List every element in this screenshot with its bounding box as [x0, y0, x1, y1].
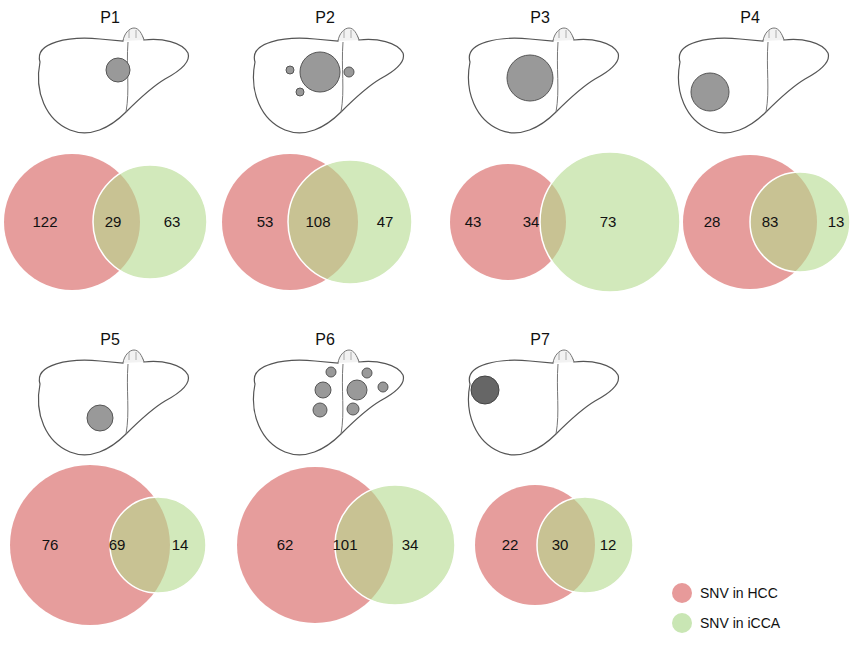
panel-title: P6 — [315, 331, 335, 349]
shared-snv-count: 34 — [523, 213, 540, 231]
venn-circle — [750, 172, 850, 272]
shared-snv-count: 29 — [105, 213, 122, 231]
snv-count: 62 — [277, 536, 294, 554]
liver-p4 — [678, 28, 828, 133]
legend-text: SNV in iCCA — [700, 614, 780, 632]
shared-snv-count: 101 — [332, 536, 357, 554]
liver-p5 — [38, 350, 188, 455]
venn-circle — [540, 152, 680, 292]
snv-count: 22 — [502, 536, 519, 554]
venn-circle-shape — [537, 497, 633, 593]
icca-venn-circle: 12 — [537, 497, 633, 593]
venn-circle — [537, 497, 633, 593]
panel-title: P2 — [315, 9, 335, 27]
snv-count: 53 — [257, 213, 274, 231]
shared-snv-count: 30 — [552, 536, 569, 554]
liver-p2 — [253, 28, 403, 133]
panel-title: P7 — [530, 331, 550, 349]
venn-circle — [288, 160, 412, 284]
panel-title: P1 — [100, 9, 120, 27]
snv-count: 76 — [42, 536, 59, 554]
snv-count: 14 — [172, 536, 189, 554]
snv-count: 63 — [164, 213, 181, 231]
snv-count: 73 — [600, 213, 617, 231]
panel-title: P3 — [530, 9, 550, 27]
snv-count: 13 — [828, 213, 845, 231]
snv-count: 47 — [377, 213, 394, 231]
liver-p3 — [468, 28, 618, 133]
liver-p6 — [253, 350, 403, 455]
snv-count: 34 — [402, 536, 419, 554]
venn-circle — [93, 165, 207, 279]
liver-p1 — [38, 28, 188, 133]
shared-snv-count: 108 — [305, 213, 330, 231]
shared-snv-count: 69 — [109, 536, 126, 554]
icca-venn-circle: 73 — [540, 152, 680, 292]
legend-text: SNV in HCC — [700, 584, 778, 602]
shared-snv-count: 83 — [762, 213, 779, 231]
liver-p7 — [468, 350, 618, 455]
snv-count: 12 — [600, 536, 617, 554]
snv-count: 43 — [465, 213, 482, 231]
legend-swatch — [671, 612, 693, 634]
snv-count: 28 — [704, 213, 721, 231]
snv-count: 122 — [32, 213, 57, 231]
legend-swatch — [671, 582, 693, 604]
panel-title: P5 — [100, 331, 120, 349]
panel-title: P4 — [740, 9, 760, 27]
